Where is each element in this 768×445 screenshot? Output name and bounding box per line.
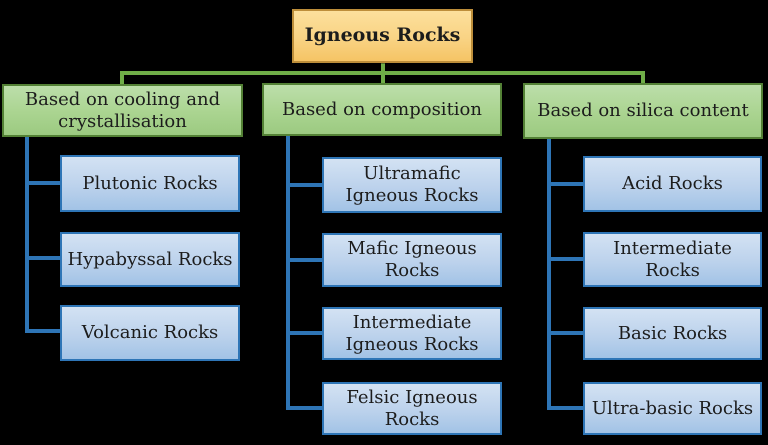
leaf-node-label: Hypabyssal Rocks xyxy=(67,248,233,270)
category-node-silica-content: Based on silica content xyxy=(523,83,763,139)
connector-col3-stub4 xyxy=(547,406,583,410)
connector-col2-vertical xyxy=(286,136,290,410)
connector-col1-stub3 xyxy=(25,329,60,333)
leaf-node-label: Ultramafic Igneous Rocks xyxy=(345,163,479,206)
connector-col3-stub2 xyxy=(547,257,583,261)
connector-col1-vertical xyxy=(25,137,29,333)
connector-col2-stub2 xyxy=(286,258,322,262)
leaf-node-label: Plutonic Rocks xyxy=(82,172,218,194)
connector-col1-stub2 xyxy=(25,256,60,260)
category-node-label: Based on silica content xyxy=(537,100,749,122)
connector-category2-stem xyxy=(381,71,385,84)
leaf-node-intermediate-igneous-rocks: Intermediate Igneous Rocks xyxy=(322,307,502,360)
leaf-node-volcanic-rocks: Volcanic Rocks xyxy=(60,305,240,361)
leaf-node-label: Felsic Igneous Rocks xyxy=(346,386,478,430)
root-node-label: Igneous Rocks xyxy=(304,24,461,47)
root-node-igneous-rocks: Igneous Rocks xyxy=(292,9,473,63)
leaf-node-ultra-basic-rocks: Ultra-basic Rocks xyxy=(583,382,762,435)
connector-col2-stub3 xyxy=(286,331,322,335)
connector-root-stem xyxy=(381,63,385,75)
leaf-node-label: Ultra-basic Rocks xyxy=(591,397,754,419)
category-node-label: Based on cooling and crystallisation xyxy=(24,88,221,132)
connector-col3-vertical xyxy=(547,139,551,410)
connector-category3-stem xyxy=(641,71,645,84)
category-node-label: Based on composition xyxy=(281,98,482,120)
connector-category1-stem xyxy=(120,71,124,85)
leaf-node-label: Basic Rocks xyxy=(617,322,728,344)
connector-col3-stub1 xyxy=(547,182,583,186)
leaf-node-label: Acid Rocks xyxy=(622,173,723,195)
leaf-node-label: Intermediate Igneous Rocks xyxy=(345,311,479,355)
leaf-node-hypabyssal-rocks: Hypabyssal Rocks xyxy=(60,232,240,287)
leaf-node-plutonic-rocks: Plutonic Rocks xyxy=(60,155,240,212)
leaf-node-ultramafic-igneous-rocks: Ultramafic Igneous Rocks xyxy=(322,157,502,213)
leaf-node-intermediate-rocks: Intermediate Rocks xyxy=(583,232,762,287)
category-node-composition: Based on composition xyxy=(262,83,502,136)
leaf-node-label: Volcanic Rocks xyxy=(81,322,219,344)
connector-col1-stub1 xyxy=(25,181,60,185)
leaf-node-basic-rocks: Basic Rocks xyxy=(583,307,762,360)
leaf-node-acid-rocks: Acid Rocks xyxy=(583,156,762,212)
leaf-node-label: Mafic Igneous Rocks xyxy=(347,238,477,281)
leaf-node-mafic-igneous-rocks: Mafic Igneous Rocks xyxy=(322,233,502,287)
leaf-node-label: Intermediate Rocks xyxy=(613,237,732,281)
connector-col3-stub3 xyxy=(547,331,583,335)
connector-col2-stub4 xyxy=(286,406,322,410)
leaf-node-felsic-igneous-rocks: Felsic Igneous Rocks xyxy=(322,382,502,435)
connector-col2-stub1 xyxy=(286,183,322,187)
category-node-cooling-crystallisation: Based on cooling and crystallisation xyxy=(2,84,243,137)
